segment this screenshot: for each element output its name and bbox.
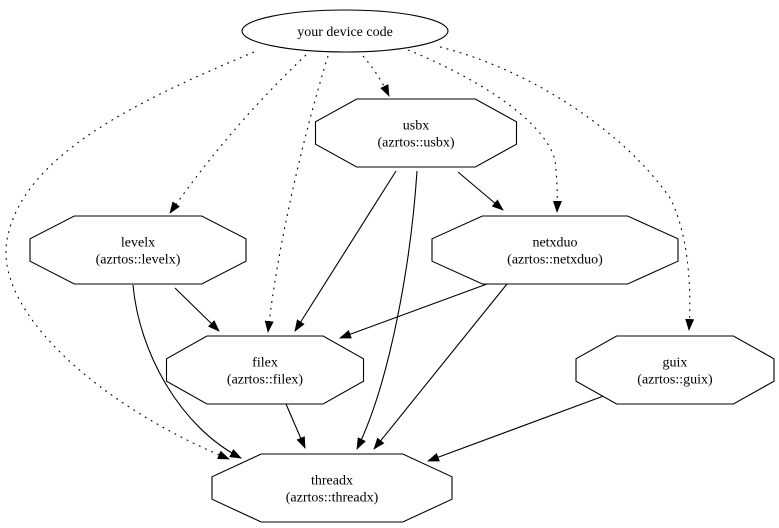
node-label-guix-line-1: guix: [663, 356, 688, 371]
node-label-netxduo-line-2: (azrtos::netxduo): [507, 253, 603, 268]
node-label-netxduo-line-1: netxduo: [532, 236, 577, 251]
node-label-usbx-line-1: usbx: [403, 119, 429, 134]
node-levelx: levelx(azrtos::levelx): [29, 215, 247, 285]
node-label-threadx-line-2: (azrtos::threadx): [286, 491, 379, 506]
your-device-code-ellipse-shape: [241, 9, 449, 53]
node-label-threadx-line-1: threadx: [311, 474, 353, 489]
edge-levelx-to-filex: [174, 287, 220, 332]
filex-octagon-shape: [165, 335, 365, 405]
node-label-guix-line-2: (azrtos::guix): [637, 373, 713, 388]
netxduo-octagon-shape: [431, 215, 679, 285]
node-filex: filex(azrtos::filex): [165, 335, 365, 405]
edge-your-device-code-to-filex: [264, 55, 329, 333]
node-netxduo: netxduo(azrtos::netxduo): [431, 215, 679, 285]
edge-netxduo-to-threadx: [373, 283, 508, 450]
node-label-levelx-line-2: (azrtos::levelx): [96, 253, 181, 268]
node-label-levelx-line-1: levelx: [121, 236, 155, 251]
edge-levelx-to-threadx: [132, 284, 242, 459]
node-label-filex-line-2: (azrtos::filex): [227, 373, 304, 388]
edge-netxduo-to-filex: [339, 283, 488, 339]
guix-octagon-shape: [575, 335, 775, 405]
edge-filex-to-threadx: [285, 403, 306, 449]
node-label-your-device-code-line-1: your device code: [297, 25, 393, 40]
edge-usbx-to-netxduo: [457, 171, 504, 211]
edge-guix-to-threadx: [427, 393, 610, 462]
nodes-layer: your device codeusbx(azrtos::usbx)levelx…: [29, 9, 775, 523]
node-your-device-code: your device code: [241, 9, 449, 53]
node-label-filex-line-1: filex: [252, 356, 278, 371]
edges-layer: [5, 46, 695, 462]
threadx-octagon-shape: [211, 453, 453, 523]
usbx-octagon-shape: [314, 98, 518, 168]
node-usbx: usbx(azrtos::usbx): [314, 98, 518, 168]
edge-usbx-to-threadx: [356, 170, 418, 450]
node-guix: guix(azrtos::guix): [575, 335, 775, 405]
levelx-octagon-shape: [29, 215, 247, 285]
edge-your-device-code-to-netxduo: [407, 49, 562, 213]
edge-your-device-code-to-guix: [439, 46, 695, 331]
node-label-usbx-line-2: (azrtos::usbx): [378, 136, 455, 151]
node-threadx: threadx(azrtos::threadx): [211, 453, 453, 523]
edge-usbx-to-filex: [294, 170, 397, 332]
